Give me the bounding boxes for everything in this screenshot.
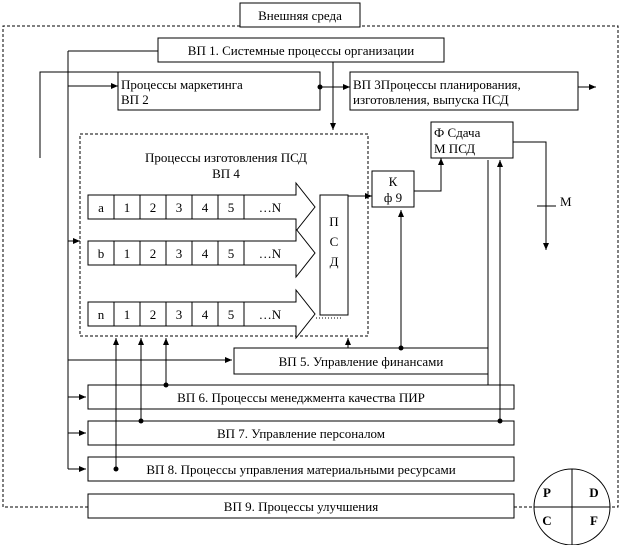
control-to-delivery-arrow: [414, 158, 444, 192]
row-cell: 1: [124, 307, 131, 322]
vp1-label: ВП 1. Системные процессы организации: [188, 43, 414, 58]
delivery-line2: М ПСД: [434, 141, 475, 156]
vp8-label: ВП 8. Процессы управления материальными …: [146, 462, 455, 477]
process-row-n: n 1 2 3 4 5 …N: [87, 288, 316, 340]
row-cell: 2: [150, 307, 157, 322]
marketing-line2: ВП 2: [121, 92, 149, 107]
vp7-box: [87, 420, 515, 446]
row-cell: 2: [150, 246, 157, 261]
planning-line2: изготовления, выпуска ПСД: [353, 92, 509, 107]
row-cell: 5: [228, 307, 235, 322]
external-input-line: [39, 71, 120, 158]
row-cell: …N: [259, 307, 282, 322]
row-cell: 5: [228, 246, 235, 261]
row-cell: …N: [259, 246, 282, 261]
vp9-label: ВП 9. Процессы улучшения: [224, 499, 378, 514]
row-cell: 5: [228, 200, 235, 215]
row-cell: 1: [124, 246, 131, 261]
psd-box: [319, 194, 349, 316]
control-box: [371, 170, 415, 208]
vp5-box: [233, 347, 489, 375]
row-cell: 4: [202, 200, 209, 215]
row-key: n: [98, 307, 105, 322]
manufacturing-title1: Процессы изготовления ПСД: [145, 150, 307, 165]
row-cell: 1: [124, 200, 131, 215]
environment-label: Внешняя среда: [258, 8, 342, 23]
junction-dot: [138, 418, 144, 424]
junction-dot: [497, 418, 503, 424]
vp6-label: ВП 6. Процессы менеджмента качества ПИР: [177, 390, 425, 405]
row-cell: …N: [259, 200, 282, 215]
psd-letter: П: [329, 214, 338, 229]
row-key: b: [98, 246, 105, 261]
manufacturing-title2: ВП 4: [212, 166, 240, 181]
row-cell: 3: [176, 200, 183, 215]
row-key: a: [98, 200, 104, 215]
pdcf-c: C: [542, 513, 551, 528]
vp7-label: ВП 7. Управление персоналом: [217, 426, 385, 441]
pdcf-d: D: [589, 485, 598, 500]
vp9-box: [87, 493, 515, 519]
planning-line1: ВП 3Процессы планирования,: [353, 77, 521, 92]
pdcf-f: F: [590, 513, 598, 528]
vp5-label: ВП 5. Управление финансами: [279, 354, 444, 369]
row-cell: 4: [202, 246, 209, 261]
marketing-box: [117, 71, 321, 111]
delivery-line1: Ф Сдача: [434, 125, 481, 140]
row-cell: 4: [202, 307, 209, 322]
pdcf-p: P: [543, 485, 551, 500]
process-row-a: a 1 2 3 4 5 …N: [87, 181, 316, 233]
vp6-box: [87, 384, 515, 410]
delivery-box: [430, 121, 514, 159]
junction-dot: [398, 345, 404, 351]
delivery-to-output-line: [513, 141, 549, 250]
pdcf-cycle: P D C F: [533, 468, 611, 545]
process-row-b: b 1 2 3 4 5 …N: [87, 227, 316, 279]
m-label: М: [560, 194, 572, 209]
marketing-line1: Процессы маркетинга: [121, 77, 243, 92]
psd-letter: С: [330, 234, 339, 249]
vp1-box: [157, 37, 445, 63]
vp8-box: [87, 456, 515, 482]
row-cell: 2: [150, 200, 157, 215]
control-line1: К: [389, 174, 398, 189]
environment-boundary: [2, 25, 619, 508]
junction-dot: [163, 382, 169, 388]
psd-letter: Д: [330, 254, 339, 269]
planning-box: [349, 71, 579, 111]
row-cell: 3: [176, 246, 183, 261]
junction-dot: [113, 466, 119, 472]
control-line2: ф 9: [384, 190, 402, 205]
junction-dot: [317, 84, 323, 90]
row-cell: 3: [176, 307, 183, 322]
environment-label-box: [239, 2, 361, 28]
